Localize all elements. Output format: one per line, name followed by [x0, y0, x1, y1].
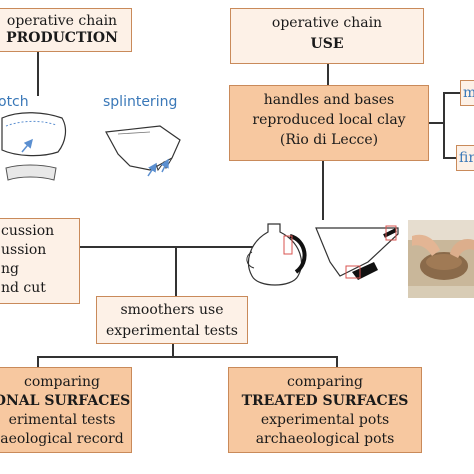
side-box-bottom: fir — [456, 145, 474, 171]
clay-line2: reproduced local clay — [252, 112, 406, 128]
smoothers-box: smoothers use experimental tests — [96, 296, 248, 344]
side-box-bottom-text: fir — [459, 150, 474, 166]
connector-clay-to-side — [429, 122, 443, 124]
production-box: operative chain PRODUCTION — [0, 8, 132, 52]
treated-line1: comparing — [286, 374, 363, 390]
connector-bottom-left-down — [37, 356, 39, 368]
functional-line1: comparing — [23, 374, 100, 390]
clay-line1: handles and bases — [263, 92, 395, 108]
notch-section-drawing — [5, 164, 57, 181]
connector-side-bottom — [443, 157, 461, 159]
functional-box: comparing ONAL SURFACES erimental tests … — [0, 367, 132, 453]
connector-smoothers-down — [172, 343, 174, 357]
functional-line4: aeological record — [0, 431, 124, 447]
splintering-sherd-drawing — [105, 125, 181, 177]
percussion-line4: nd cut — [1, 280, 46, 296]
connector-bottom-horizontal — [37, 356, 337, 358]
percussion-line1: cussion — [1, 223, 55, 239]
smoothers-line2: experimental tests — [106, 323, 238, 339]
use-box: operative chain USE — [230, 8, 424, 64]
use-line1: operative chain — [271, 15, 383, 31]
treated-line4: archaeological pots — [255, 431, 395, 447]
notch-sherd-drawing — [1, 112, 67, 157]
percussion-line3: ng — [1, 261, 19, 277]
notch-label: otch — [0, 94, 29, 110]
connector-left-vertical — [175, 246, 177, 296]
connector-bottom-right-down — [336, 356, 338, 368]
treated-line3: experimental pots — [260, 412, 390, 428]
use-line2: USE — [310, 36, 344, 52]
connector-production-down — [37, 50, 39, 96]
connector-side-top — [443, 92, 461, 94]
percussion-box: cussion ussion ng nd cut — [0, 218, 80, 304]
percussion-line2: ussion — [1, 242, 47, 258]
clay-line3: (Rio di Lecce) — [279, 132, 379, 148]
clay-box: handles and bases reproduced local clay … — [229, 85, 429, 161]
production-line2: PRODUCTION — [6, 30, 118, 46]
jug-drawing — [246, 223, 307, 286]
smoothers-line1: smoothers use — [120, 302, 224, 318]
connector-use-down — [327, 64, 329, 86]
side-box-top: m — [460, 80, 474, 106]
splintering-label: splintering — [103, 94, 178, 110]
functional-line2: ONAL SURFACES — [0, 393, 131, 409]
treated-line2: TREATED SURFACES — [241, 393, 409, 409]
side-box-top-text: m — [463, 85, 474, 101]
connector-clay-down — [322, 160, 324, 220]
clay-working-photo — [408, 220, 474, 298]
treated-box: comparing TREATED SURFACES experimental … — [228, 367, 422, 453]
functional-line3: erimental tests — [8, 412, 116, 428]
connector-side-vertical — [443, 92, 445, 158]
bowl-drawing — [315, 225, 399, 280]
connector-horizontal-mid — [80, 246, 255, 248]
production-line1: operative chain — [6, 13, 118, 29]
